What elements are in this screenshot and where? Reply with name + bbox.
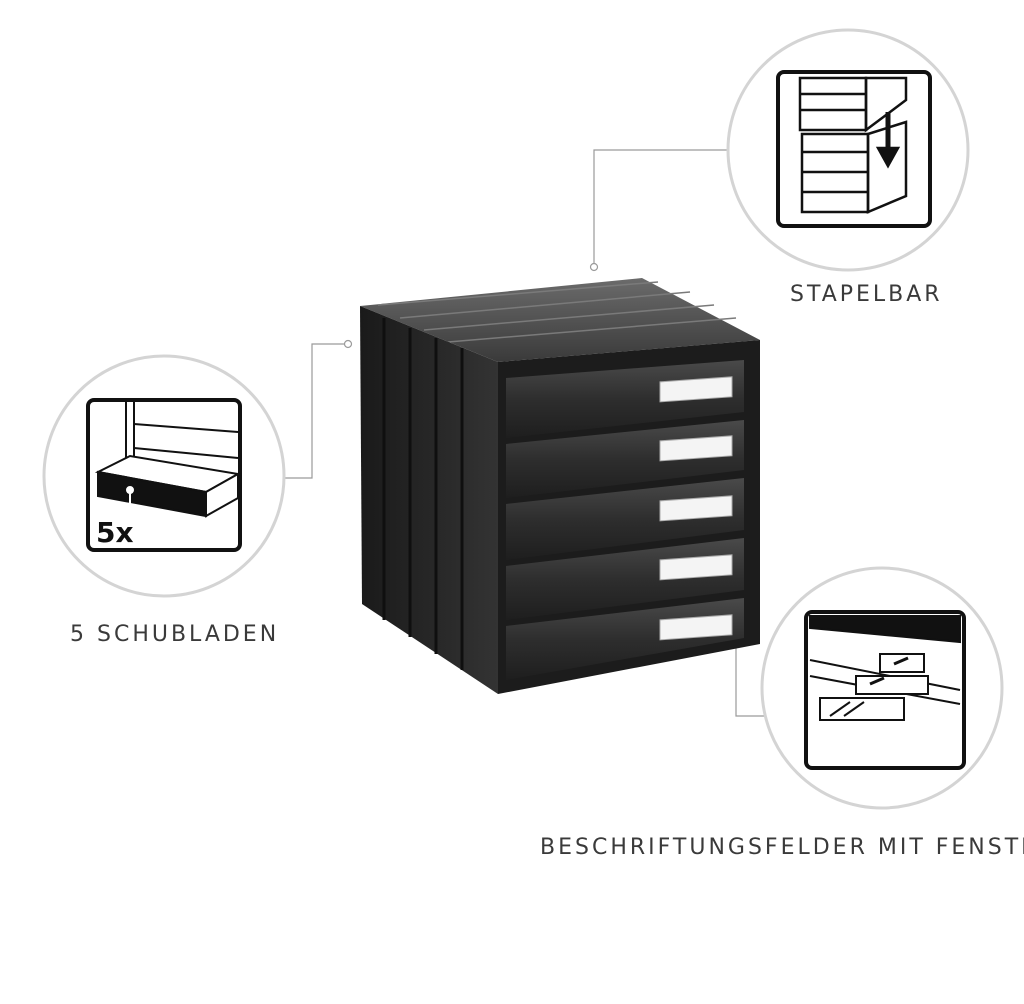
leader-dot-stackable bbox=[589, 262, 599, 272]
callout-drawers: 5x bbox=[42, 354, 286, 598]
drawer-1 bbox=[506, 360, 744, 438]
leader-line-stackable bbox=[593, 149, 728, 267]
callout-label-windows bbox=[760, 566, 1004, 810]
label-window-icon bbox=[809, 615, 961, 721]
leader-line-windows bbox=[735, 644, 770, 717]
feature-label-stackable: STAPELBAR bbox=[790, 282, 943, 307]
leader-line-drawers bbox=[284, 343, 348, 479]
label-window bbox=[659, 376, 733, 403]
drawer-2 bbox=[506, 420, 744, 498]
label-window bbox=[659, 614, 733, 641]
drawer-3 bbox=[506, 478, 744, 560]
callout-drawers-count: 5x bbox=[96, 516, 134, 549]
drawer-cabinet bbox=[360, 278, 760, 694]
leader-dot-drawers bbox=[343, 339, 353, 349]
drawer-count-icon bbox=[94, 402, 241, 518]
feature-label-label-windows: BESCHRIFTUNGSFELDER MIT FENSTER bbox=[540, 835, 1024, 860]
stacking-arrow-icon bbox=[798, 76, 908, 214]
label-window bbox=[659, 495, 733, 522]
label-window bbox=[659, 435, 733, 462]
cabinet-left-side bbox=[360, 306, 498, 694]
label-window bbox=[659, 554, 733, 581]
drawer-5 bbox=[506, 598, 744, 680]
callout-stackable bbox=[726, 28, 970, 272]
feature-label-drawers: 5 SCHUBLADEN bbox=[70, 622, 280, 647]
drawer-4 bbox=[506, 538, 744, 620]
